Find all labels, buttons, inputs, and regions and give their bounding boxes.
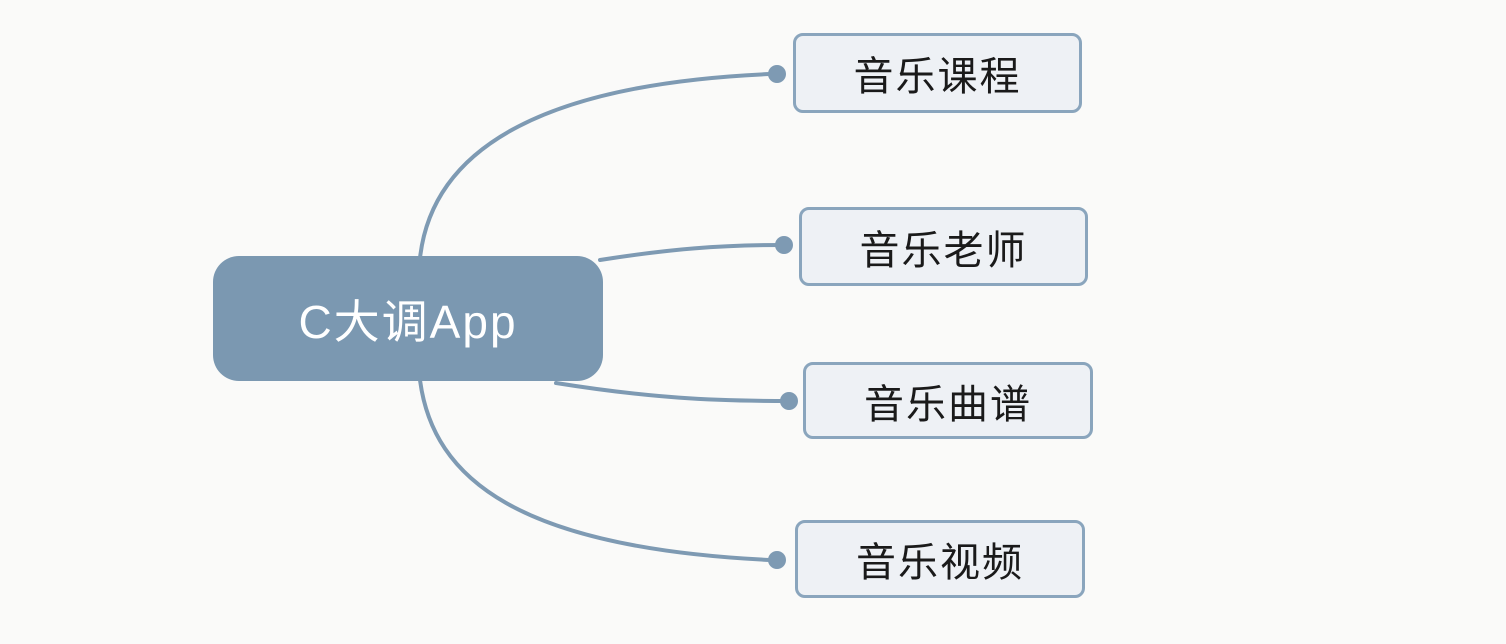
child-node-label: 音乐老师 [859, 228, 1028, 273]
child-node-music-teachers[interactable]: 音乐老师 [799, 207, 1088, 286]
root-node-c-major-app[interactable]: C大调App [213, 256, 603, 381]
connector-dot-music-scores [780, 392, 798, 410]
root-node-label: C大调App [298, 295, 518, 348]
child-node-label: 音乐曲谱 [864, 382, 1032, 427]
connector-curve-music-scores [554, 381, 791, 403]
connector-curve-music-videos [418, 378, 772, 562]
child-node-music-videos[interactable]: 音乐视频 [795, 520, 1085, 598]
child-node-music-scores[interactable]: 音乐曲谱 [803, 362, 1093, 439]
child-node-label: 音乐课程 [853, 55, 1022, 99]
connector-dot-music-teachers [775, 236, 793, 254]
child-node-music-courses[interactable]: 音乐课程 [793, 33, 1082, 113]
child-node-label: 音乐视频 [856, 541, 1024, 585]
connector-dot-music-videos [768, 551, 786, 569]
connector-dot-music-courses [768, 65, 786, 83]
connector-curve-music-teachers [598, 243, 786, 262]
connector-curve-music-courses [418, 72, 772, 260]
